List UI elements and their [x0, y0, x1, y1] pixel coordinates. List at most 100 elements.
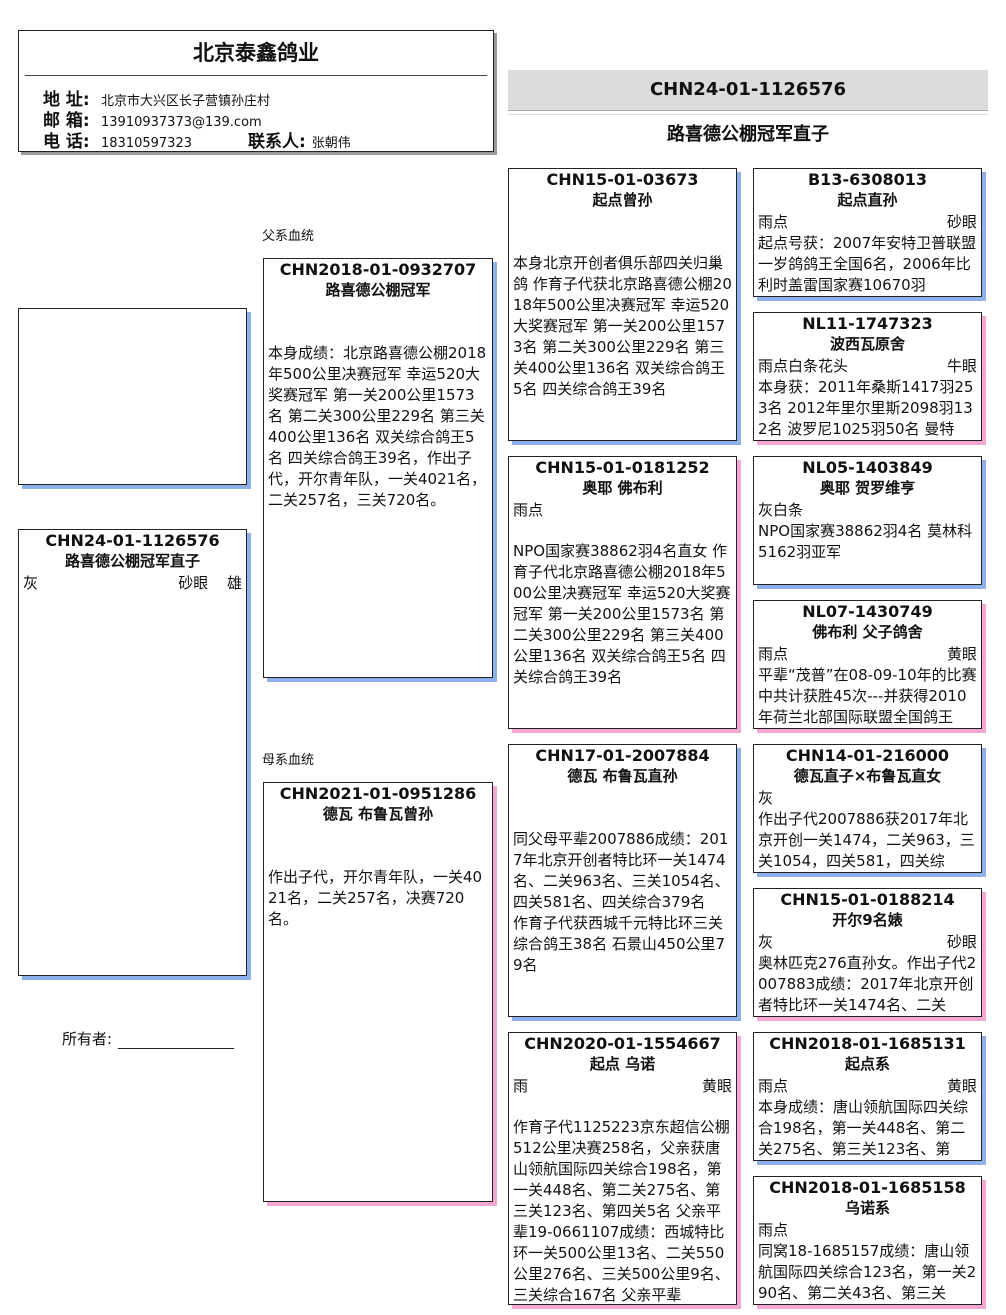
email-value[interactable]: 13910937373@139.com	[101, 115, 262, 130]
great-grandparent-ring: CHN15-01-0188214	[780, 890, 955, 909]
phone-label: 电 话:	[43, 132, 90, 152]
great-grandparent-name: 起点直孙	[837, 191, 898, 209]
great-grandparent-attributes: 灰 砂眼	[754, 931, 981, 953]
great-grandparent-card: CHN14-01-216000 德瓦直子×布鲁瓦直女 灰 作出子代2007886…	[753, 744, 982, 873]
grandparent-ring: CHN15-01-0181252	[535, 458, 710, 477]
great-grandparent-card: CHN15-01-0188214 开尔9名婊 灰 砂眼 奥林匹克276直孙女。作…	[753, 888, 982, 1017]
great-grandparent-card: NL05-1403849 奥耶 贺罗维亨 灰白条 NPO国家赛38862羽4名 …	[753, 456, 982, 585]
breeder-header: 北京泰鑫鸽业 地 址: 北京市大兴区长子营镇孙庄村 邮 箱:13910937373…	[18, 30, 494, 152]
great-grandparent-name: 开尔9名婊	[832, 911, 903, 929]
great-grandparent-color: 灰	[758, 933, 774, 951]
great-grandparent-attributes: 雨点 黄眼	[754, 1075, 981, 1097]
great-grandparent-color: 雨点	[758, 1077, 789, 1095]
great-grandparent-attributes: 雨点 砂眼	[754, 211, 981, 233]
sire-record: 本身成绩：北京路喜德公棚2018年500公里决赛冠军 幸运520大奖赛冠军 第一…	[268, 344, 487, 509]
header-divider	[25, 75, 487, 76]
sire-name: 路喜德公棚冠军	[325, 281, 431, 299]
grandparent-card: CHN15-01-03673 起点曾孙 本身北京开创者俱乐部四关归巢鸽 作育子代…	[508, 168, 737, 441]
great-grandparent-record: 奥林匹克276直孙女。作出子代2007883成绩：2017年北京开创者特比环一关…	[758, 954, 977, 1014]
great-grandparent-color: 灰	[758, 789, 774, 807]
great-grandparent-color: 灰白条	[758, 501, 804, 519]
email-row: 邮 箱:13910937373@139.com	[43, 106, 262, 131]
great-grandparent-ring: CHN2018-01-1685131	[769, 1034, 966, 1053]
great-grandparent-record: 本身成绩：唐山领航国际四关综合198名，第一关448名、第二关275名、第三关1…	[758, 1098, 969, 1158]
great-grandparent-card: CHN2018-01-1685158 乌诺系 雨点 同窝18-1685157成绩…	[753, 1176, 982, 1305]
subject-eye: 砂眼	[178, 574, 209, 592]
pigeon-photo	[18, 308, 247, 485]
grandparent-record: NPO国家赛38862羽4名直女 作育子代北京路喜德公棚2018年500公里决赛…	[513, 542, 731, 686]
great-grandparent-record: 起点号获：2007年安特卫普联盟一岁鸽鸽王全国6名，2006年比利时盖雷国家赛1…	[758, 234, 977, 294]
grandparent-card: CHN17-01-2007884 德瓦 布鲁瓦直孙 同父母平辈2007886成绩…	[508, 744, 737, 1017]
great-grandparent-attributes: 雨点白条花头 牛眼	[754, 355, 981, 377]
great-grandparent-record: NPO国家赛38862羽4名 莫林科5162羽亚军	[758, 522, 973, 561]
grandparent-attributes: 雨 黄眼	[509, 1075, 736, 1097]
great-grandparent-eye: 牛眼	[946, 357, 977, 375]
great-grandparent-card: CHN2018-01-1685131 起点系 雨点 黄眼 本身成绩：唐山领航国际…	[753, 1032, 982, 1161]
great-grandparent-name: 乌诺系	[844, 1199, 890, 1217]
dam-record: 作出子代，开尔青年队，一关4021名，二关257名，决赛720名。	[268, 868, 483, 928]
banner-divider	[508, 114, 988, 115]
grandparent-name: 德瓦 布鲁瓦直孙	[567, 767, 678, 785]
great-grandparent-color: 雨点白条花头	[758, 357, 849, 375]
grandparent-name: 起点曾孙	[592, 191, 653, 209]
great-grandparent-ring: B13-6308013	[807, 170, 928, 189]
great-grandparent-ring: CHN14-01-216000	[785, 746, 950, 765]
grandparent-card: CHN15-01-0181252 奥耶 佛布利 雨点 NPO国家赛38862羽4…	[508, 456, 737, 729]
grandparent-record: 本身北京开创者俱乐部四关归巢鸽 作育子代获北京路喜德公棚2018年500公里决赛…	[513, 254, 732, 398]
dam-ring: CHN2021-01-0951286	[279, 784, 477, 803]
grandparent-attributes	[509, 787, 736, 809]
grandparent-record: 作育子代1125223京东超信公棚512公里决赛258名，父亲获唐山领航国际四关…	[513, 1118, 730, 1304]
grandparent-record: 同父母平辈2007886成绩：2017年北京开创者特比环一关1474名、二关96…	[513, 830, 730, 974]
subject-color: 灰	[23, 574, 39, 592]
address-value: 北京市大兴区长子营镇孙庄村	[101, 94, 271, 109]
dam-line-label: 母系血统	[262, 753, 315, 768]
subject-attributes: 灰 砂眼 雄	[19, 572, 246, 594]
great-grandparent-color: 雨点	[758, 645, 789, 663]
great-grandparent-ring: NL07-1430749	[802, 602, 933, 621]
sire-ring: CHN2018-01-0932707	[279, 260, 477, 279]
great-grandparent-attributes: 雨点	[754, 1219, 981, 1241]
great-grandparent-record: 平辈“茂普”在08-09-10年的比赛中共计获胜45次---并获得2010年荷兰…	[758, 666, 977, 726]
great-grandparent-attributes: 灰白条	[754, 499, 981, 521]
grandparent-eye: 黄眼	[701, 1077, 732, 1095]
great-grandparent-eye: 砂眼	[946, 933, 977, 951]
grandparent-ring: CHN15-01-03673	[546, 170, 699, 189]
great-grandparent-color: 雨点	[758, 213, 789, 231]
subject-ring: CHN24-01-1126576	[45, 531, 220, 550]
grandparent-color: 雨	[513, 1077, 529, 1095]
dam-card: CHN2021-01-0951286 德瓦 布鲁瓦曾孙 作出子代，开尔青年队，一…	[263, 782, 493, 1202]
great-grandparent-ring: NL05-1403849	[802, 458, 933, 477]
great-grandparent-attributes: 灰	[754, 787, 981, 809]
great-grandparent-name: 奥耶 贺罗维亨	[819, 479, 916, 497]
grandparent-ring: CHN2020-01-1554667	[524, 1034, 721, 1053]
sire-card: CHN2018-01-0932707 路喜德公棚冠军 本身成绩：北京路喜德公棚2…	[263, 258, 493, 678]
contact-label: 联系人:	[247, 132, 306, 152]
grandparent-card: CHN2020-01-1554667 起点 乌诺 雨 黄眼 作育子代112522…	[508, 1032, 737, 1305]
great-grandparent-eye: 砂眼	[946, 213, 977, 231]
great-grandparent-record: 作出子代2007886获2017年北京开创一关1474，二关963，三关1054…	[758, 810, 975, 870]
address-row: 地 址: 北京市大兴区长子营镇孙庄村	[43, 85, 270, 110]
subject-sex: 雄	[226, 574, 242, 592]
grandparent-attributes	[509, 211, 736, 233]
subject-name-banner: 路喜德公棚冠军直子	[667, 124, 829, 145]
subject-name: 路喜德公棚冠军直子	[64, 552, 200, 570]
sire-attributes	[264, 301, 492, 323]
great-grandparent-name: 起点系	[844, 1055, 890, 1073]
owner-field: 所有者:	[62, 1028, 235, 1049]
great-grandparent-eye: 黄眼	[946, 645, 977, 663]
sire-line-label: 父系血统	[262, 229, 315, 244]
grandparent-name: 奥耶 佛布利	[582, 479, 663, 497]
dam-name: 德瓦 布鲁瓦曾孙	[322, 805, 434, 823]
breeder-name: 北京泰鑫鸽业	[193, 41, 319, 65]
great-grandparent-name: 德瓦直子×布鲁瓦直女	[793, 767, 942, 785]
great-grandparent-name: 佛布利 父子鸽舍	[812, 623, 923, 641]
great-grandparent-attributes: 雨点 黄眼	[754, 643, 981, 665]
dam-attributes	[264, 825, 492, 847]
owner-line[interactable]	[118, 1032, 235, 1049]
address-label: 地 址:	[43, 90, 90, 110]
grandparent-name: 起点 乌诺	[589, 1055, 656, 1073]
great-grandparent-card: NL07-1430749 佛布利 父子鸽舍 雨点 黄眼 平辈“茂普”在08-09…	[753, 600, 982, 729]
grandparent-ring: CHN17-01-2007884	[535, 746, 710, 765]
great-grandparent-card: B13-6308013 起点直孙 雨点 砂眼 起点号获：2007年安特卫普联盟一…	[753, 168, 982, 297]
great-grandparent-record: 同窝18-1685157成绩：唐山领航国际四关综合123名，第一关290名、第二…	[758, 1242, 977, 1302]
